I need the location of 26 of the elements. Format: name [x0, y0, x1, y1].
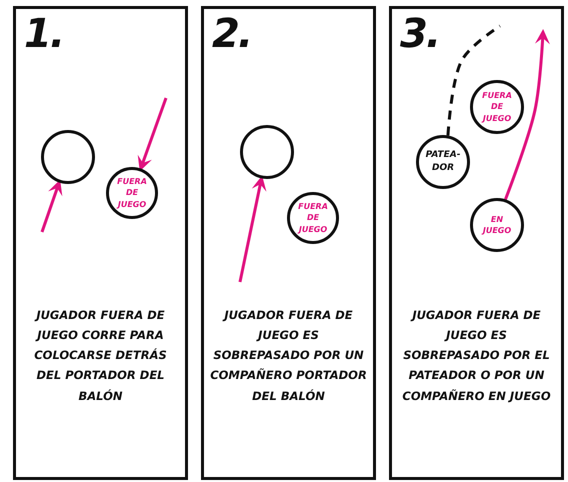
path-line [446, 24, 501, 136]
caption-text: JUGADOR FUERA DE JUEGO CORRE PARA COLOCARSE DETRÁS DEL PORTADOR DEL BALÓN [33, 307, 168, 404]
arrow [238, 176, 266, 282]
arrow [138, 98, 168, 172]
caption-text: JUGADOR FUERA DE JUEGO ES SOBREPASADO POR EL PATEADOR O POR UN COMPAÑERO EN JUEGO [401, 307, 552, 404]
comic-panel [201, 6, 376, 480]
player-circle [106, 167, 158, 219]
panel-number: 2. [212, 11, 252, 57]
player-label: PATEA- DOR [424, 149, 462, 175]
comic-panel [13, 6, 188, 480]
panel-number: 1. [24, 11, 64, 57]
arrow [40, 180, 62, 232]
player-label: FUERA DE JUEGO [296, 201, 329, 235]
player-circle [287, 192, 339, 244]
player-circle [240, 125, 294, 179]
player-circle [41, 130, 95, 184]
player-circle [470, 80, 524, 134]
player-label: FUERA DE JUEGO [116, 176, 148, 210]
comic-panel [389, 6, 564, 480]
player-circle [470, 198, 524, 252]
player-circle [416, 135, 470, 189]
panel-number: 3. [400, 11, 440, 57]
player-label: FUERA DE JUEGO [480, 90, 513, 124]
player-label: EN JUEGO [480, 214, 512, 236]
caption-text: JUGADOR FUERA DE JUEGO ES SOBREPASADO POR UN COMPAÑERO PORTADOR DEL BALÓN [210, 307, 367, 404]
arrow [504, 29, 550, 200]
